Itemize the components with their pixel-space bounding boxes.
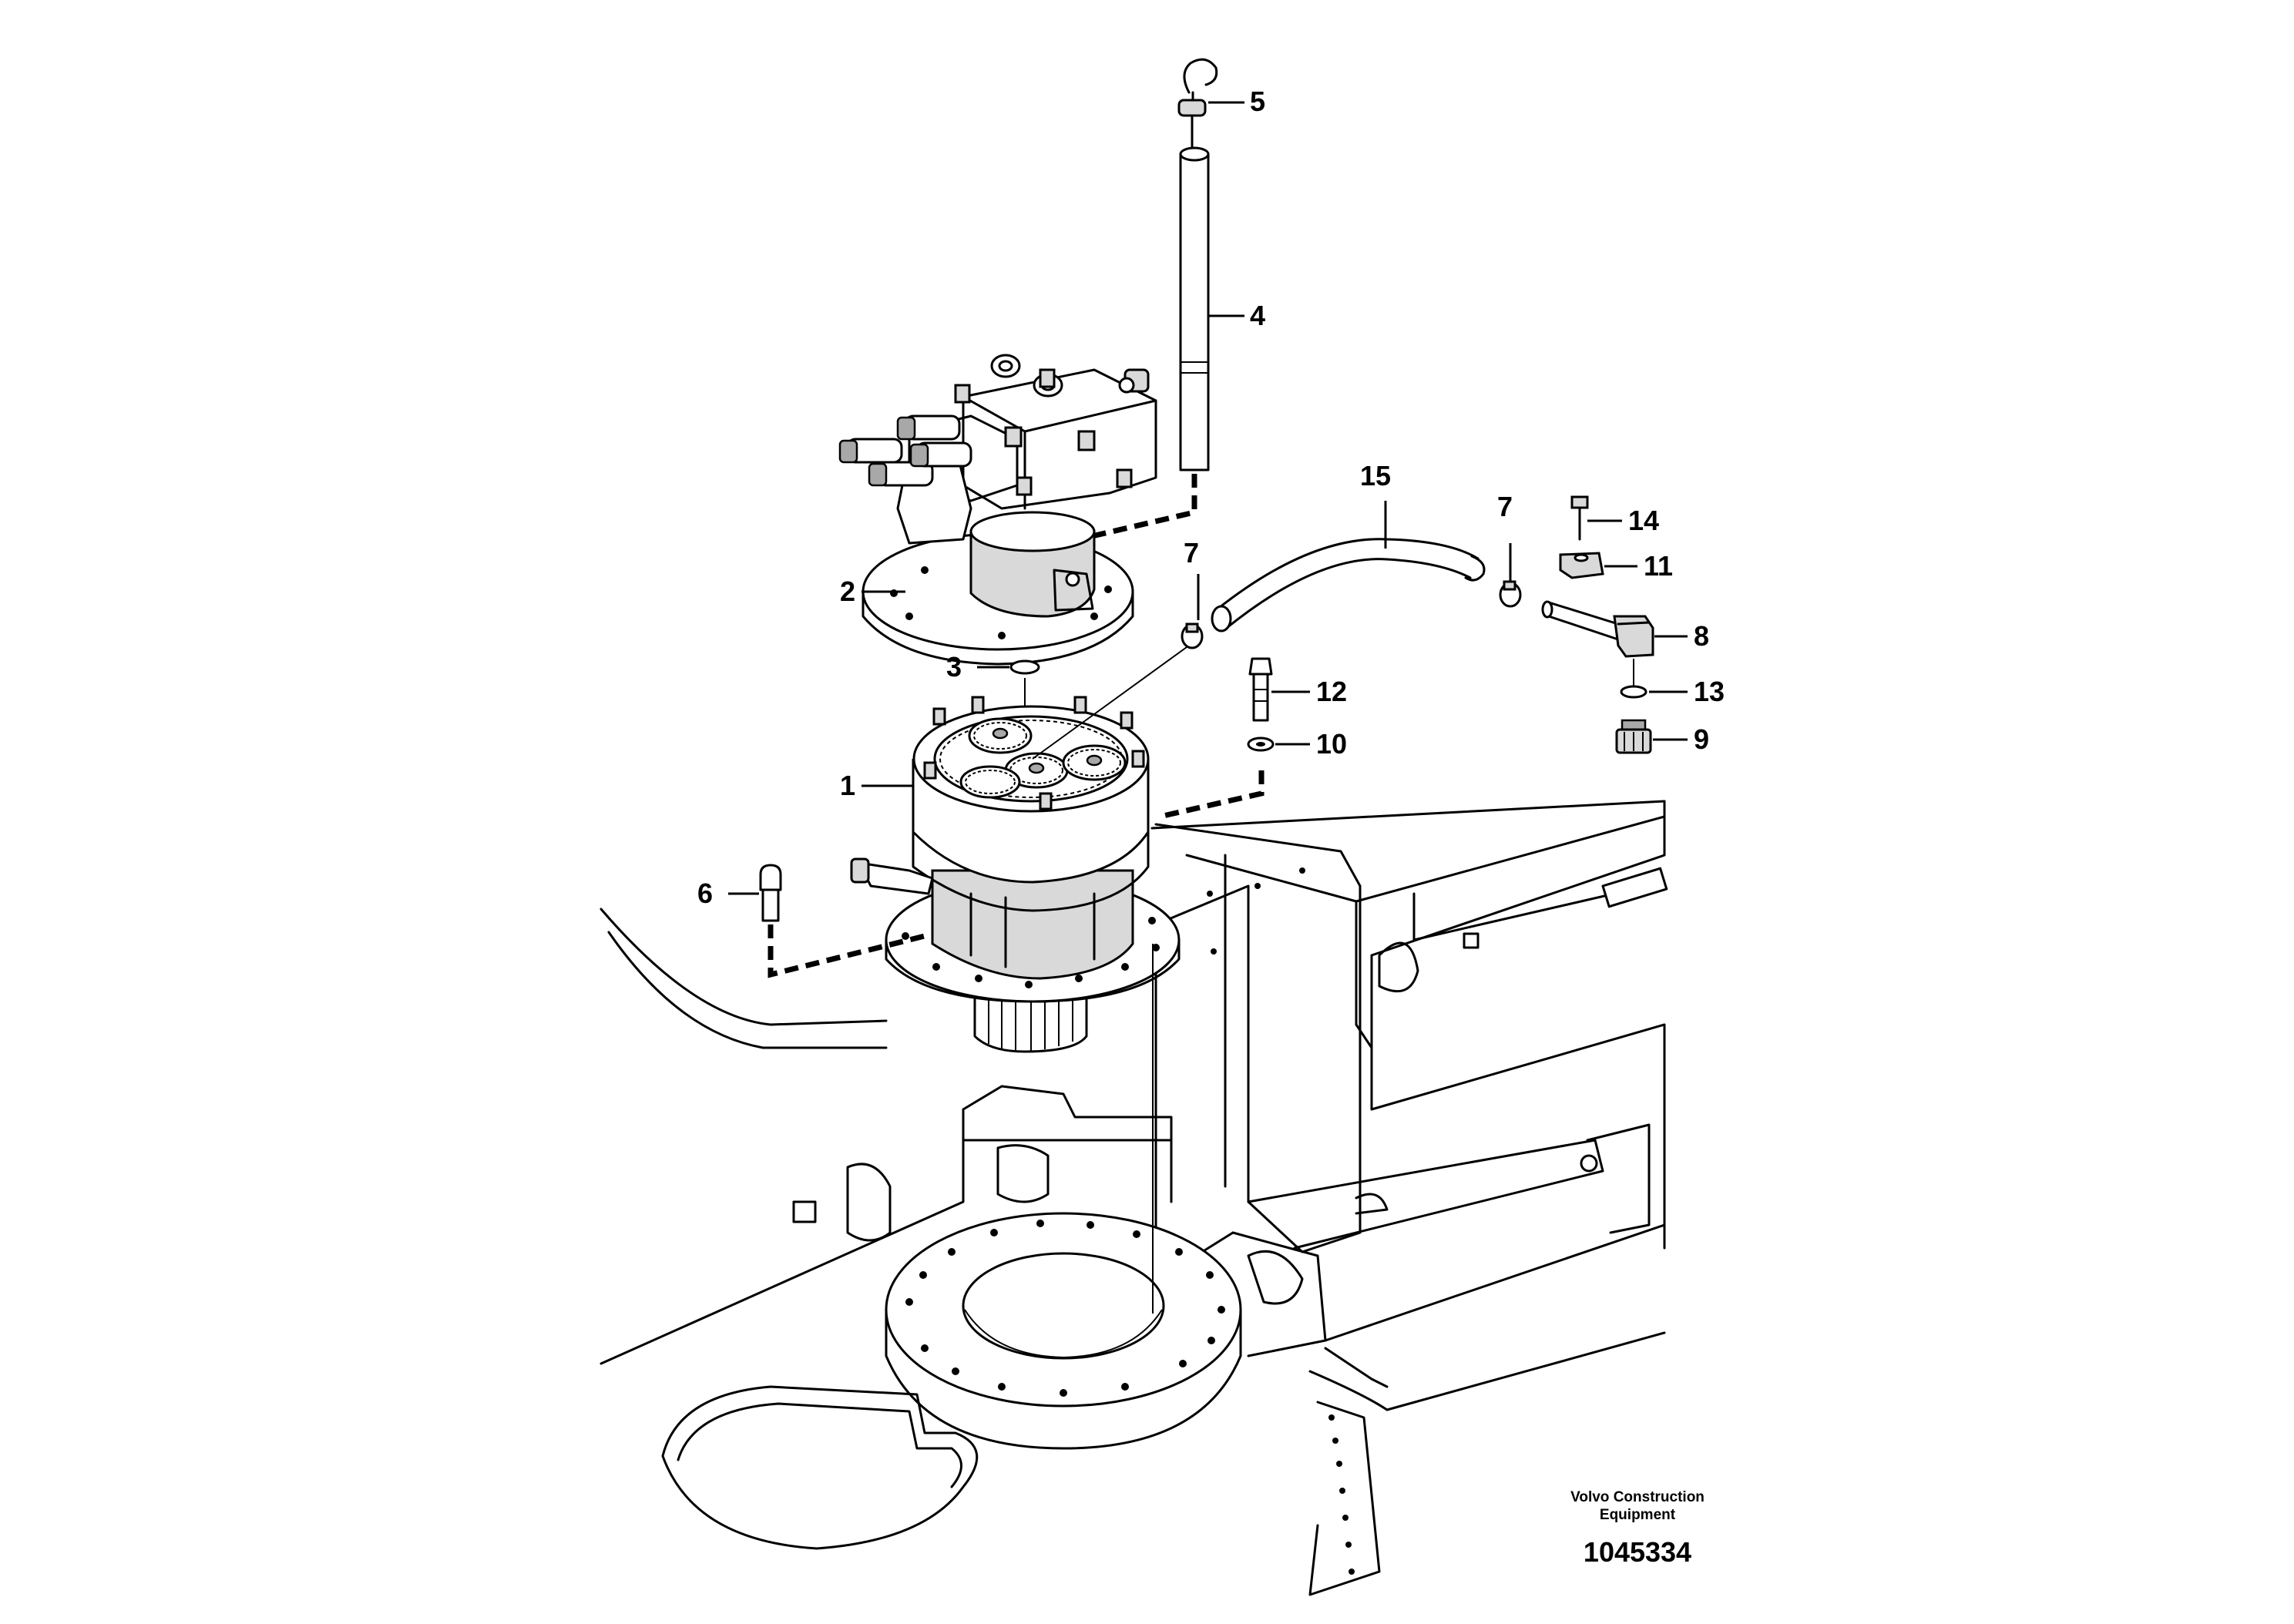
part-5-dipstick — [1177, 58, 1244, 148]
part-13-o-ring — [1620, 685, 1688, 699]
callout-7-left: 7 — [1184, 537, 1200, 569]
callout-2: 2 — [840, 575, 856, 607]
swing-bearing-mount — [885, 1212, 1242, 1450]
part-10-washer — [1247, 737, 1310, 752]
part-7-clamp-left — [1181, 574, 1204, 649]
callout-4: 4 — [1250, 300, 1266, 331]
part-1-reduction-gear — [850, 646, 1265, 1314]
callout-11: 11 — [1644, 550, 1674, 582]
publisher-line-1: Volvo Construction — [1570, 1489, 1705, 1505]
callout-10: 10 — [1316, 728, 1348, 760]
upper-frame — [600, 800, 1668, 1596]
part-11-bracket — [1559, 552, 1637, 579]
part-7-clamp-right — [1499, 543, 1522, 608]
callout-9: 9 — [1694, 723, 1710, 755]
illustration-number: 1045334 — [1583, 1536, 1692, 1568]
callout-8: 8 — [1694, 620, 1710, 652]
part-3-o-ring — [977, 659, 1040, 740]
part-8-elbow-fitting — [1541, 600, 1688, 690]
callout-6: 6 — [697, 877, 714, 909]
callout-12: 12 — [1316, 676, 1348, 707]
part-6-bolt — [728, 864, 925, 978]
part-4-tube — [1078, 146, 1244, 542]
callout-13: 13 — [1694, 676, 1725, 707]
callout-14: 14 — [1628, 505, 1660, 536]
callout-15: 15 — [1360, 460, 1392, 492]
part-12-bolt — [1248, 657, 1310, 722]
callout-3: 3 — [946, 651, 962, 683]
callout-7-right: 7 — [1497, 491, 1513, 522]
part-14-bolt — [1570, 495, 1622, 541]
publisher-line-2: Equipment — [1599, 1506, 1676, 1523]
callout-1: 1 — [840, 770, 856, 801]
publisher-credit: Volvo Construction Equipment — [1537, 1489, 1738, 1525]
part-9-plug — [1615, 719, 1688, 754]
part-15-hose — [1211, 501, 1486, 632]
part-2-swing-motor — [838, 354, 1157, 666]
callout-5: 5 — [1250, 86, 1266, 117]
